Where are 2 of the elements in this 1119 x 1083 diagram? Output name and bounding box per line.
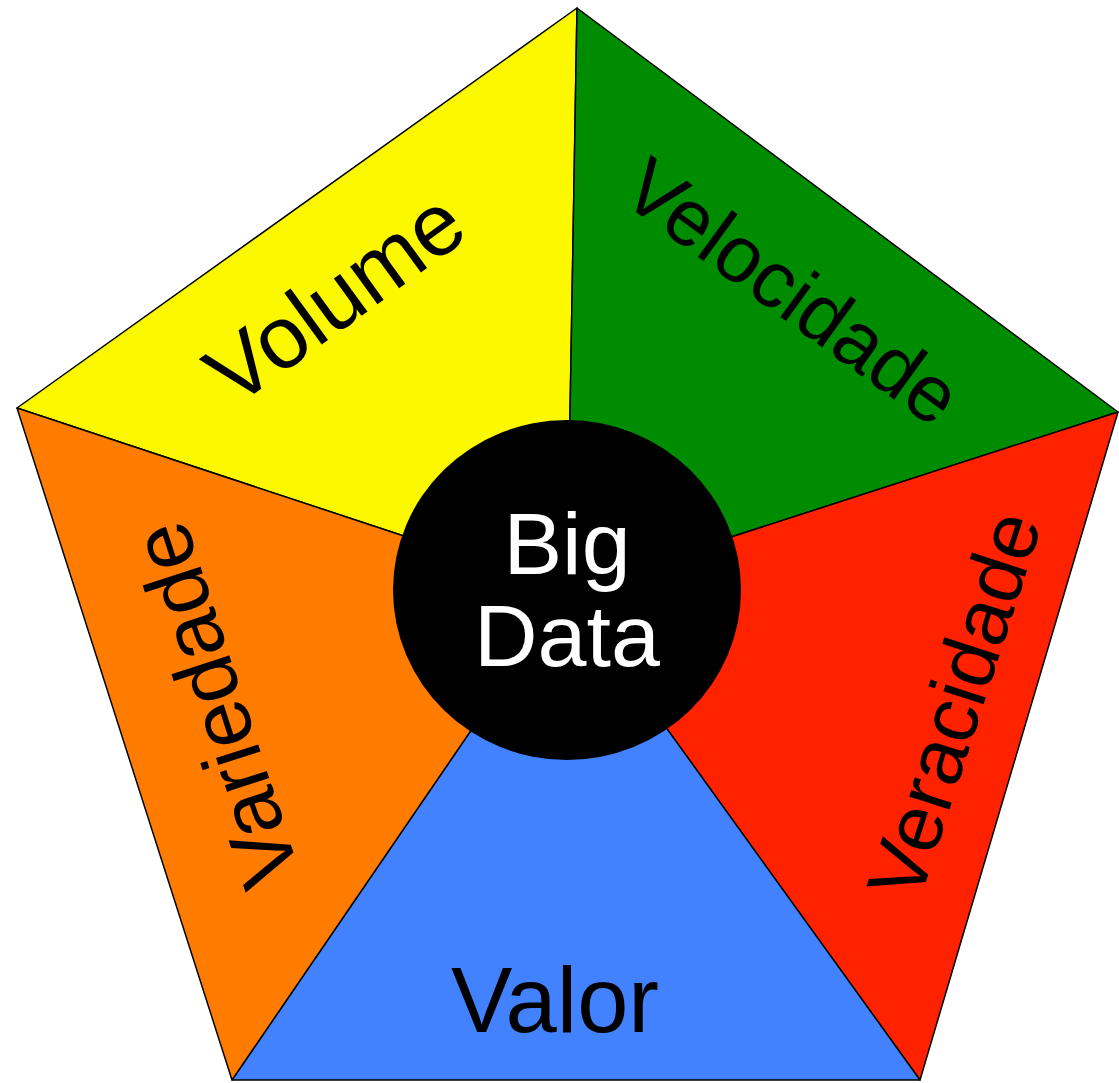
segment-label: Valor: [451, 954, 659, 1046]
center-label: Big Data: [473, 497, 661, 683]
